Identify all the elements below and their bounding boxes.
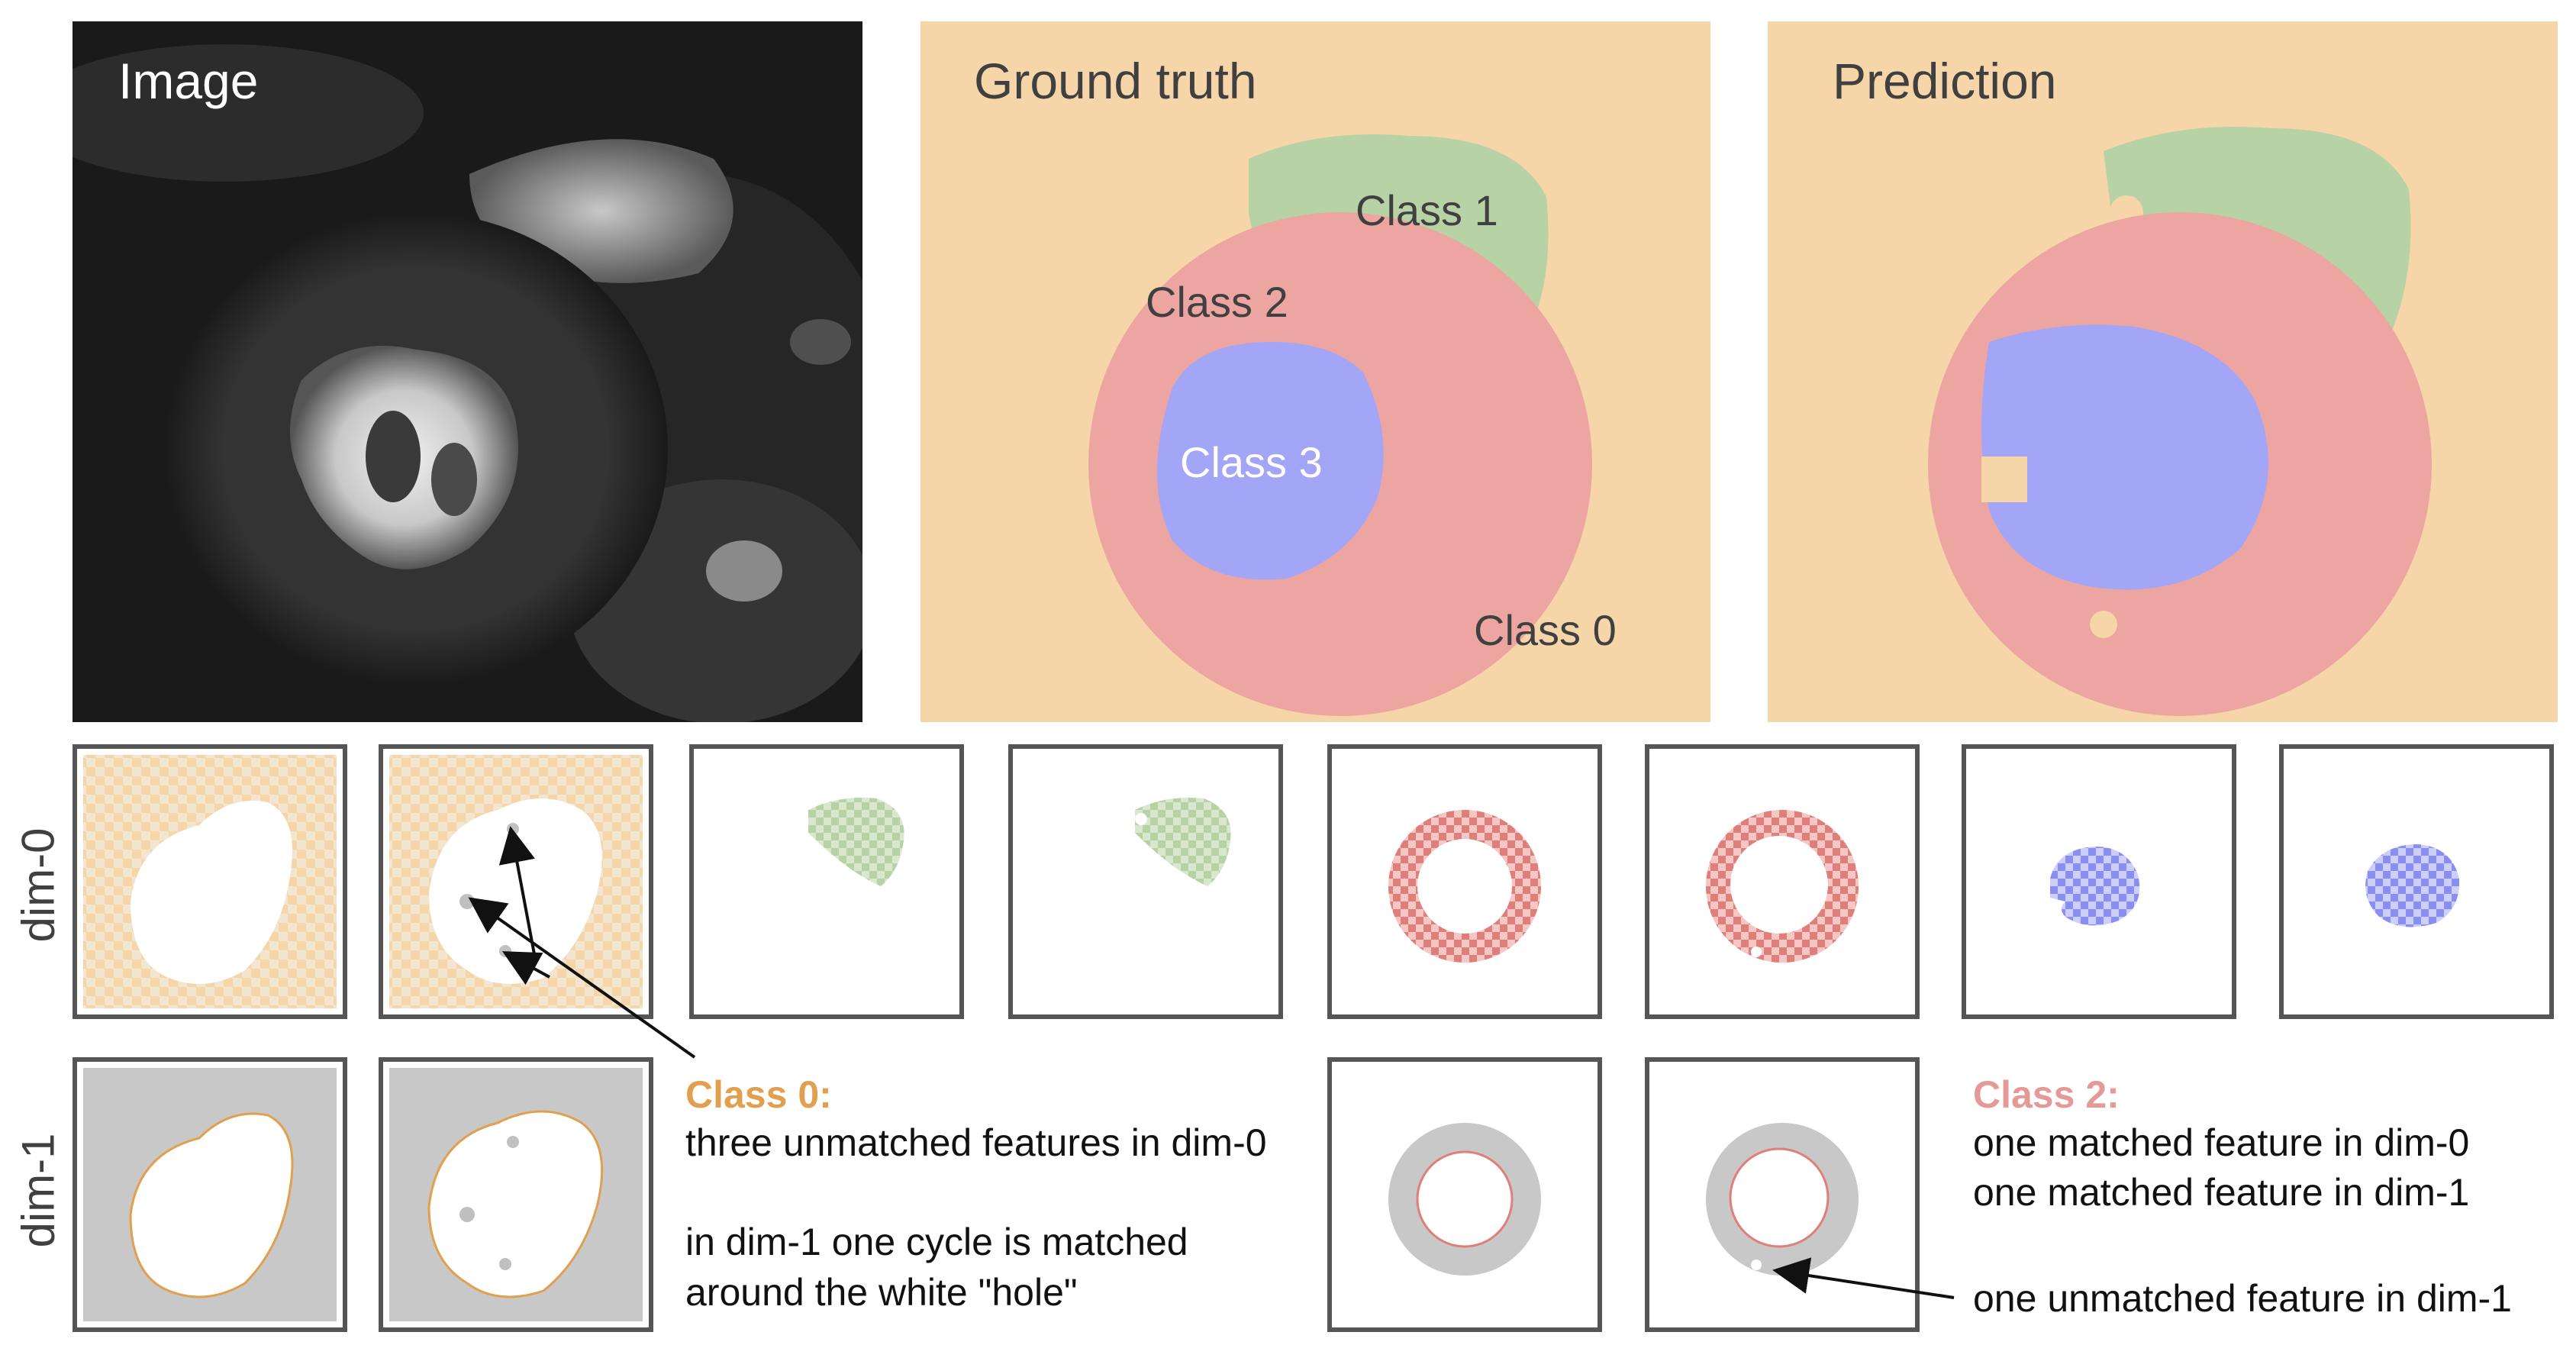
image-panel: Image — [73, 21, 862, 722]
class0-note-line2: in dim-1 one cycle is matched — [685, 1221, 1188, 1263]
ground-truth-segmentation — [1088, 134, 1592, 716]
dim0-class1-gt-tile — [689, 744, 964, 1019]
image-title: Image — [118, 53, 259, 109]
dim0-class0-pred-tile — [379, 744, 653, 1019]
class0-note-heading: Class 0: — [685, 1073, 832, 1116]
gt-class1-label: Class 1 — [1356, 186, 1498, 234]
gt-class3-label: Class 3 — [1180, 438, 1323, 486]
dim0-class0-gt-tile — [73, 744, 347, 1019]
dim0-class3-pred-tile — [2279, 744, 2554, 1019]
dim1-class2-pred-tile — [1645, 1057, 1920, 1332]
class0-note-line3: around the white "hole" — [685, 1271, 1078, 1314]
row-label-dim0: dim-0 — [12, 827, 64, 943]
class2-note-line1: one matched feature in dim-0 — [1973, 1121, 2470, 1164]
pred-class3-region — [1981, 324, 2268, 590]
class0-note-line1: three unmatched features in dim-0 — [685, 1121, 1267, 1164]
dim1-class2-gt-tile — [1327, 1057, 1602, 1332]
gt-class3-region — [1157, 342, 1384, 580]
ground-truth-panel: Ground truth Class 1 Class 2 Class 3 Cla… — [920, 21, 1710, 722]
ground-truth-title: Ground truth — [974, 53, 1257, 109]
dim0-class2-pred-tile — [1645, 744, 1920, 1019]
prediction-title: Prediction — [1833, 53, 2057, 109]
dim0-class3-gt-tile — [1962, 744, 2236, 1019]
class2-note-line3: one unmatched feature in dim-1 — [1973, 1277, 2512, 1320]
class2-note-heading: Class 2: — [1973, 1073, 2120, 1116]
class2-note-line2: one matched feature in dim-1 — [1973, 1171, 2470, 1214]
dim0-class1-pred-tile — [1008, 744, 1283, 1019]
prediction-panel: Prediction — [1768, 21, 2558, 722]
mri-image — [73, 21, 862, 722]
dim1-class0-gt-tile — [73, 1057, 347, 1332]
gt-class2-label: Class 2 — [1146, 278, 1288, 326]
prediction-segmentation — [1928, 127, 2432, 716]
gt-class0-label: Class 0 — [1474, 606, 1617, 654]
dim0-class2-gt-tile — [1327, 744, 1602, 1019]
dim1-class0-pred-tile — [379, 1057, 653, 1332]
row-label-dim1: dim-1 — [12, 1133, 64, 1248]
